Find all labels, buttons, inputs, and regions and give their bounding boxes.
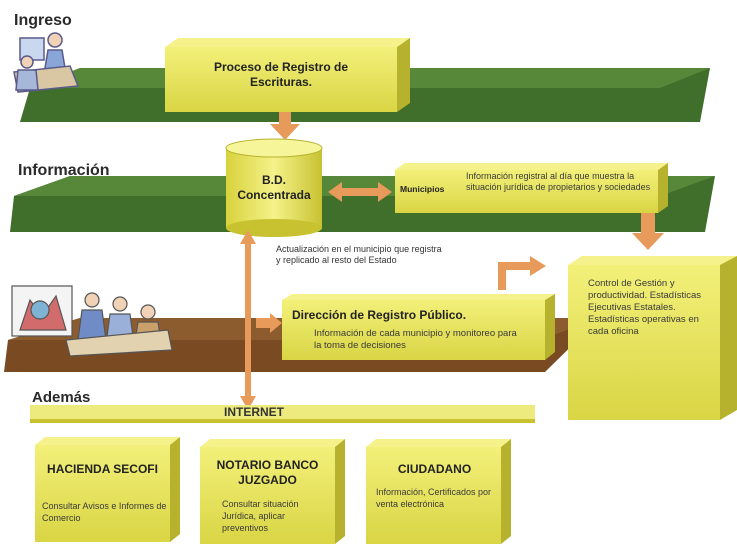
ciudadano-title: CIUDADANO xyxy=(397,462,472,476)
internet-bar xyxy=(30,405,535,423)
hacienda-title: HACIENDA SECOFI xyxy=(47,462,158,476)
section-informacion: Información xyxy=(18,162,110,179)
direccion-title: Dirección de Registro Público. xyxy=(292,308,467,322)
actualizacion-text: Actualización en el municipio que regist… xyxy=(276,244,442,265)
municipios-label: Municipios xyxy=(400,184,445,194)
proceso-box xyxy=(165,38,410,112)
notario-box xyxy=(200,439,345,544)
hacienda-box xyxy=(35,437,180,542)
arrow-bd-internet xyxy=(240,230,256,410)
ciudadano-text: Información, Certificados por venta elec… xyxy=(376,487,492,509)
direccion-text: Información de cada municipio y monitore… xyxy=(314,328,517,351)
arrow-direccion-control xyxy=(498,256,546,290)
arrow-bd-municipios xyxy=(328,182,392,202)
proceso-title: Proceso de Registro de Escrituras. xyxy=(213,60,349,89)
notario-text: Consultar situación Jurídica, aplicar pr… xyxy=(222,499,299,533)
direccion-box xyxy=(282,294,555,360)
bd-title: B.D. Concentrada xyxy=(237,173,311,202)
municipios-text: Información registral al día que muestra… xyxy=(466,171,651,192)
arrow-proceso-bd xyxy=(270,112,300,140)
people-clipart-icon xyxy=(13,32,80,93)
notario-title: NOTARIO BANCO JUZGADO xyxy=(216,458,319,487)
section-ademas: Además xyxy=(32,389,91,406)
hacienda-text: Consultar Avisos e Informes de Comercio xyxy=(42,501,167,523)
section-ingreso: Ingreso xyxy=(14,12,72,29)
municipios-box xyxy=(395,163,668,213)
ciudadano-box xyxy=(366,439,511,544)
arrow-municipios-control xyxy=(632,213,664,250)
control-box xyxy=(568,256,737,420)
office-clipart-icon xyxy=(11,285,173,357)
internet-label: INTERNET xyxy=(224,405,284,419)
bd-cylinder xyxy=(225,138,323,237)
arrow-to-direccion xyxy=(256,313,282,333)
control-text: Control de Gestión y productividad. Esta… xyxy=(588,278,702,337)
